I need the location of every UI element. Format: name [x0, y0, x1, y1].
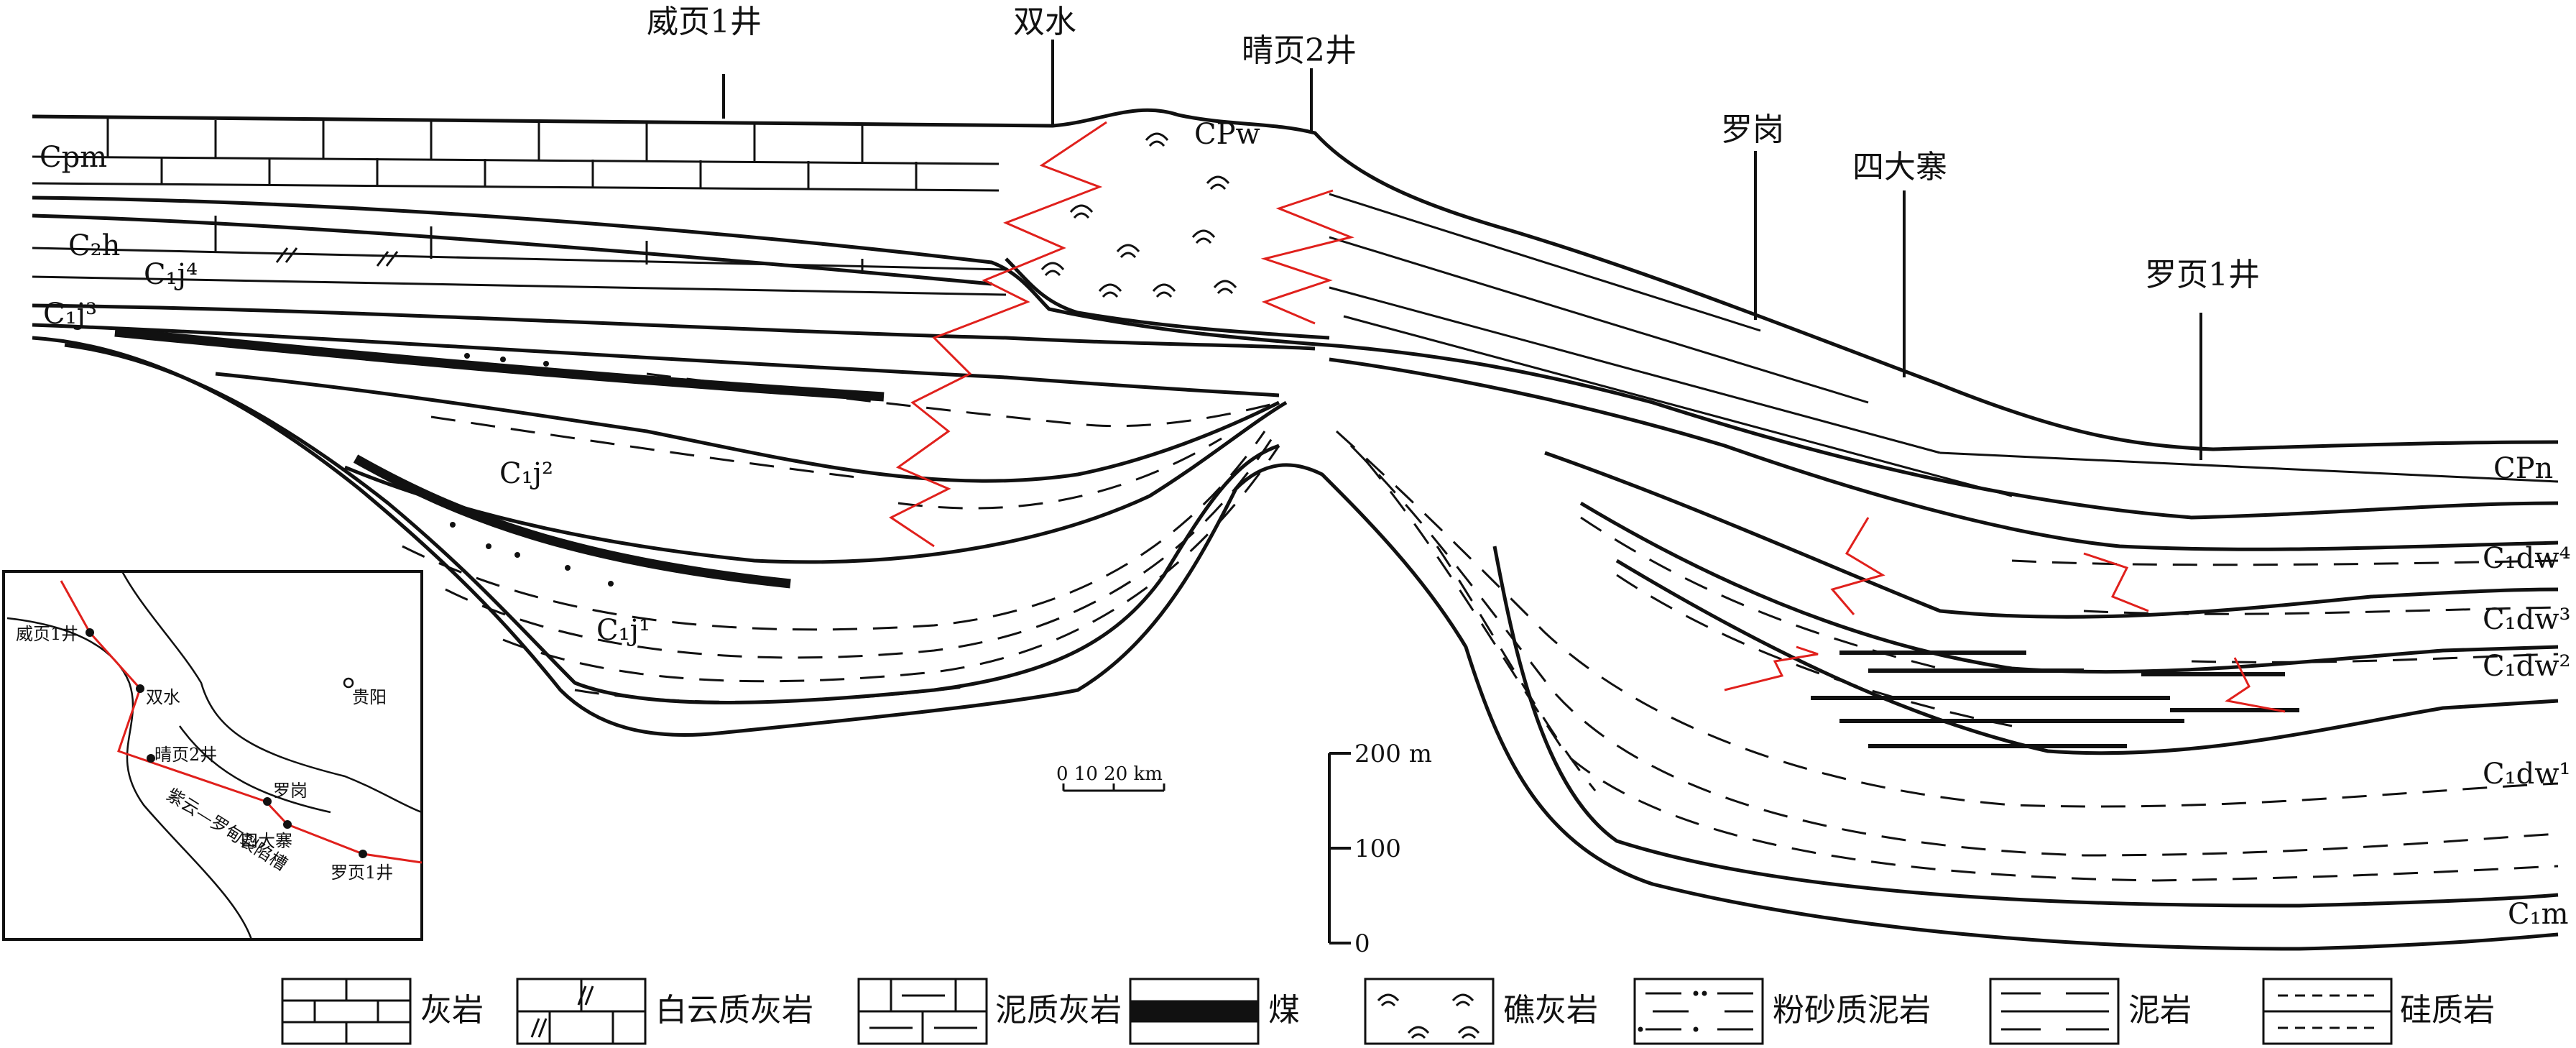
- cpm-base: [32, 196, 2559, 520]
- well-label-luogang: 罗岗: [1721, 111, 1784, 148]
- c1dw4-base: [1544, 451, 2559, 619]
- horizontal-scale: 0 10 20 km: [1056, 763, 1165, 792]
- legend-swatch-siliceous-rock: [2262, 978, 2393, 1045]
- inset-luogang: 罗岗: [273, 781, 308, 801]
- cpn-base: [1329, 357, 2559, 551]
- fm-c1j3: C₁j³: [43, 298, 97, 331]
- facies-boundary-dw-right: [2083, 552, 2149, 612]
- fm-c1j1: C₁j¹: [596, 614, 650, 647]
- inset-map: 威页1井 双水 晴页2井 罗岗 四大寨 罗页1井 贵阳 紫云—罗甸裂陷槽: [2, 570, 423, 941]
- c1m-top: [1492, 546, 2559, 908]
- legend-swatch-limestone: [281, 978, 412, 1045]
- facies-boundaries: [889, 121, 2286, 713]
- fm-c1m: C₁m: [2508, 898, 2569, 931]
- facies-boundary-dw-lower: [1724, 645, 2286, 713]
- c1j3-dark-layer: [32, 323, 1280, 397]
- hscale-label: 0 10 20 km: [1056, 763, 1163, 785]
- inset-weiye1: 威页1井: [16, 624, 78, 644]
- legend-silt-dots: [1638, 990, 1707, 1032]
- inset-guiyang: 贵阳: [352, 687, 387, 707]
- scale-mid-label: 100: [1354, 835, 1401, 863]
- legend-label-marly-limestone: 泥质灰岩: [995, 992, 1122, 1029]
- legend-label-silty-mudstone: 粉砂质泥岩: [1773, 992, 1931, 1029]
- facies-boundary-right: [1260, 189, 1354, 325]
- well-label-qingye2: 晴页2井: [1242, 32, 1357, 69]
- legend-swatch-dolomitic-limestone: [516, 978, 647, 1045]
- limestone-hline: [32, 247, 1007, 271]
- well-label-luoye1: 罗页1井: [2145, 257, 2260, 293]
- well-markers: [722, 40, 2202, 460]
- limestone-hline: [1343, 315, 2013, 497]
- vertical-scale: 200 m 100 0: [1328, 740, 1432, 958]
- fm-cpm: Cpm: [40, 141, 107, 174]
- fm-c1dw4: C₁dw⁴: [2483, 542, 2571, 575]
- legend-swatch-reef-limestone: [1364, 978, 1495, 1045]
- facies-boundary-dw-left: [1830, 517, 1885, 615]
- well-label-weiye1: 威页1井: [647, 4, 762, 40]
- legend-label-coal: 煤: [1268, 992, 1300, 1029]
- well-label-shuangshui: 双水: [1013, 4, 1076, 40]
- legend-label-mudstone: 泥岩: [2128, 992, 2192, 1029]
- scale-top-label: 200 m: [1354, 740, 1432, 768]
- limestone-hline: [1329, 236, 1869, 404]
- limestone-vticks: [106, 119, 918, 273]
- coal-seams: [114, 327, 885, 589]
- limestone-hline: [1329, 193, 1761, 332]
- c1j4-base: [32, 303, 1316, 351]
- limestone-hline: [32, 275, 1007, 296]
- fm-c1dw1: C₁dw¹: [2483, 758, 2571, 791]
- c1j1-top: [344, 400, 1288, 564]
- formation-labels: Cpm C₂h C₁j⁴ C₁j³ CPw C₁j² C₁j¹ CPn C₁dw…: [40, 118, 2571, 931]
- silt-dots: [450, 353, 614, 587]
- inset-luoye1: 罗页1井: [331, 863, 393, 883]
- guiyang-marker: [343, 677, 354, 689]
- limestone-hline: [1939, 451, 2559, 483]
- limestone-pattern: [32, 155, 2559, 497]
- dolomite-marks: [275, 247, 399, 267]
- legend: 灰岩 白云质灰岩 泥质灰岩 煤: [281, 978, 2495, 1045]
- fm-cpw: CPw: [1194, 118, 1260, 151]
- fm-c2h: C₂h: [68, 229, 120, 262]
- legend-swatch-marly-limestone: [857, 978, 988, 1045]
- coal-seam-upper: [114, 327, 885, 402]
- coal-seam-lower: [353, 454, 791, 589]
- legend-label-limestone: 灰岩: [420, 992, 484, 1029]
- facies-boundary-left: [889, 121, 1107, 548]
- legend-swatch-silty-mudstone: [1633, 978, 1764, 1045]
- legend-swatch-mudstone: [1989, 978, 2120, 1045]
- legend-label-dolomitic-limestone: 白云质灰岩: [655, 992, 813, 1029]
- reef-symbols: [1040, 132, 1237, 298]
- fm-c1j4: C₁j⁴: [144, 258, 198, 291]
- strata-boundaries: [32, 108, 2559, 951]
- c1dw3-base: [1579, 501, 2559, 674]
- well-labels: 威页1井 双水 晴页2井 罗岗 四大寨 罗页1井: [647, 4, 2260, 293]
- legend-label-reef-limestone: 礁灰岩: [1503, 992, 1598, 1029]
- limestone-hline: [32, 155, 1000, 165]
- limestone-hline: [32, 182, 1000, 192]
- top-surface: [32, 108, 2559, 451]
- inset-sidazhai: 四大寨: [241, 831, 292, 851]
- inset-section-line: [60, 580, 423, 864]
- legend-swatch-coal: [1129, 978, 1260, 1045]
- inset-qingye2: 晴页2井: [154, 745, 217, 765]
- siliceous-marks: [1811, 651, 2299, 748]
- c1dw2-base: [1615, 559, 2559, 755]
- fm-c1dw2: C₁dw²: [2483, 650, 2571, 683]
- inset-shuangshui: 双水: [146, 687, 180, 707]
- cpw-reef-base: [1005, 257, 1330, 340]
- c1j2-base: [215, 372, 1280, 483]
- limestone-hline: [1329, 286, 1941, 454]
- c2h-base: [32, 213, 992, 286]
- legend-label-siliceous-rock: 硅质岩: [2400, 992, 2495, 1029]
- fm-c1dw3: C₁dw³: [2483, 603, 2571, 636]
- scale-bottom-label: 0: [1354, 929, 1370, 958]
- fm-c1j2: C₁j²: [499, 457, 553, 490]
- well-label-sidazhai: 四大寨: [1852, 149, 1947, 185]
- fm-cpn: CPn: [2493, 452, 2553, 485]
- mudstone-dashes: [402, 372, 2559, 882]
